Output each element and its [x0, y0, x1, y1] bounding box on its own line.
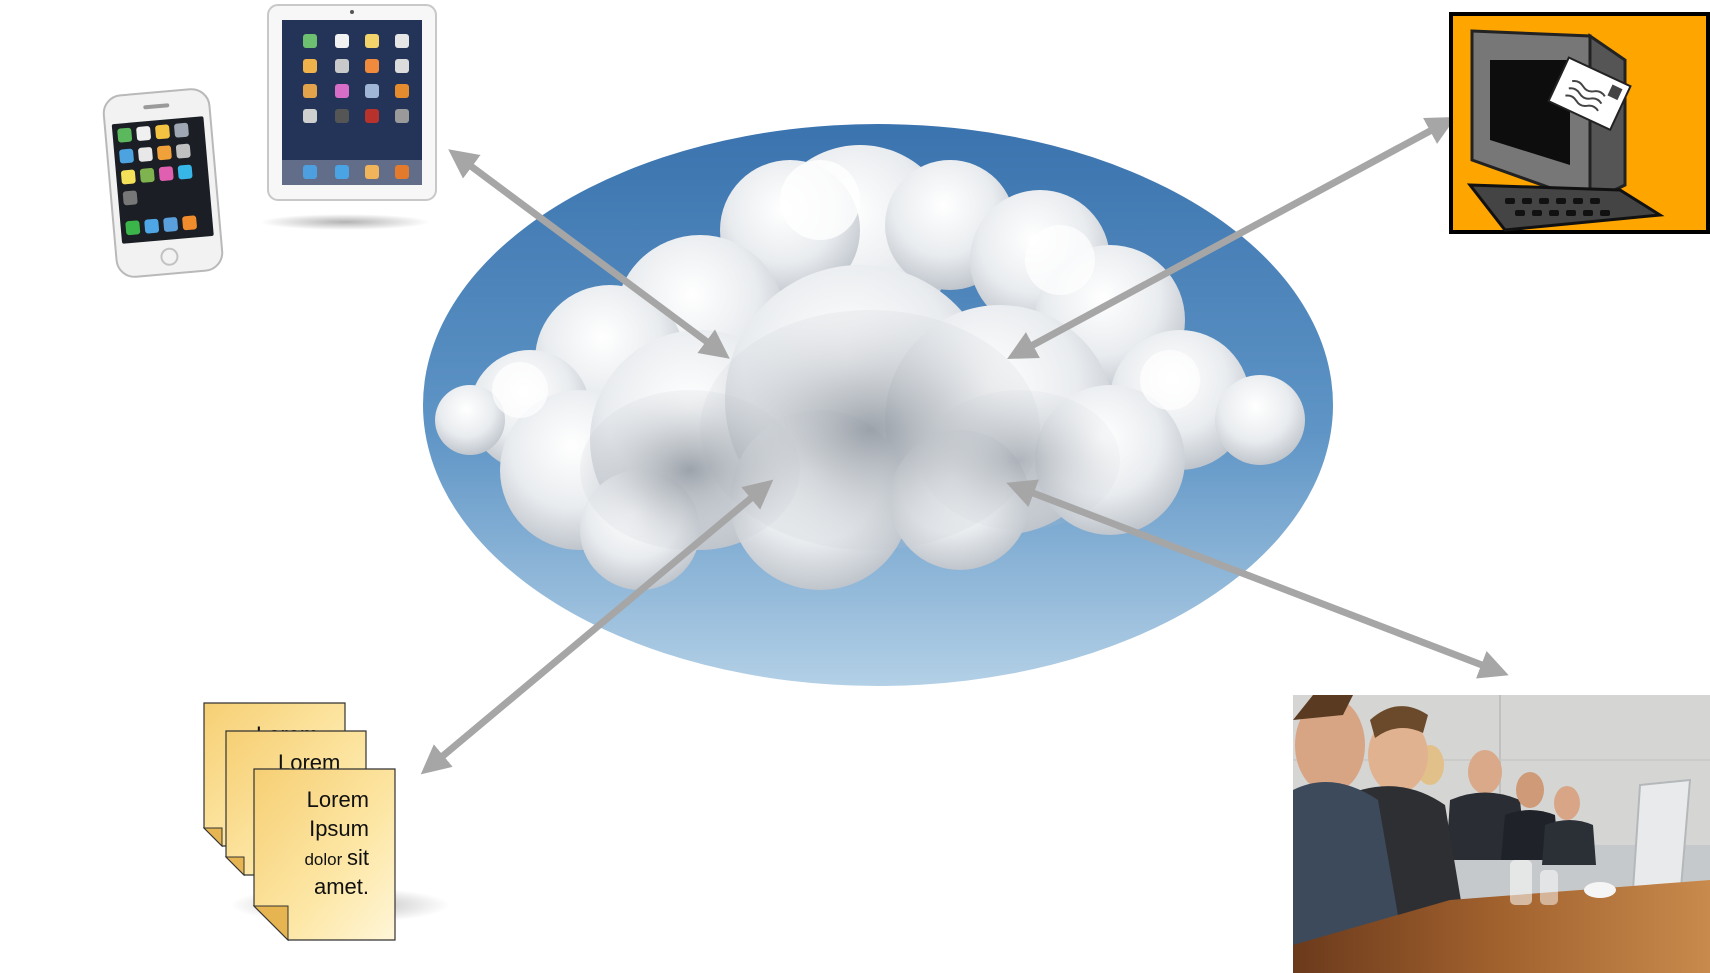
- document-front-word: dolor: [304, 850, 347, 869]
- computer-email-icon: [1449, 12, 1710, 234]
- document-front-line: amet.: [314, 874, 369, 899]
- tablet-icon: [260, 5, 436, 230]
- document-front-word: Lorem: [307, 787, 369, 812]
- business-meeting-photo: [1293, 695, 1710, 973]
- document-front-line: Ipsum: [309, 816, 369, 841]
- document-front-word: Ipsum: [309, 816, 369, 841]
- document-front-line: Lorem: [307, 787, 369, 812]
- cloud-icon: [423, 124, 1333, 686]
- document-front-word: amet.: [314, 874, 369, 899]
- smartphone-icon: [102, 88, 223, 279]
- document-front-word: sit: [347, 845, 369, 870]
